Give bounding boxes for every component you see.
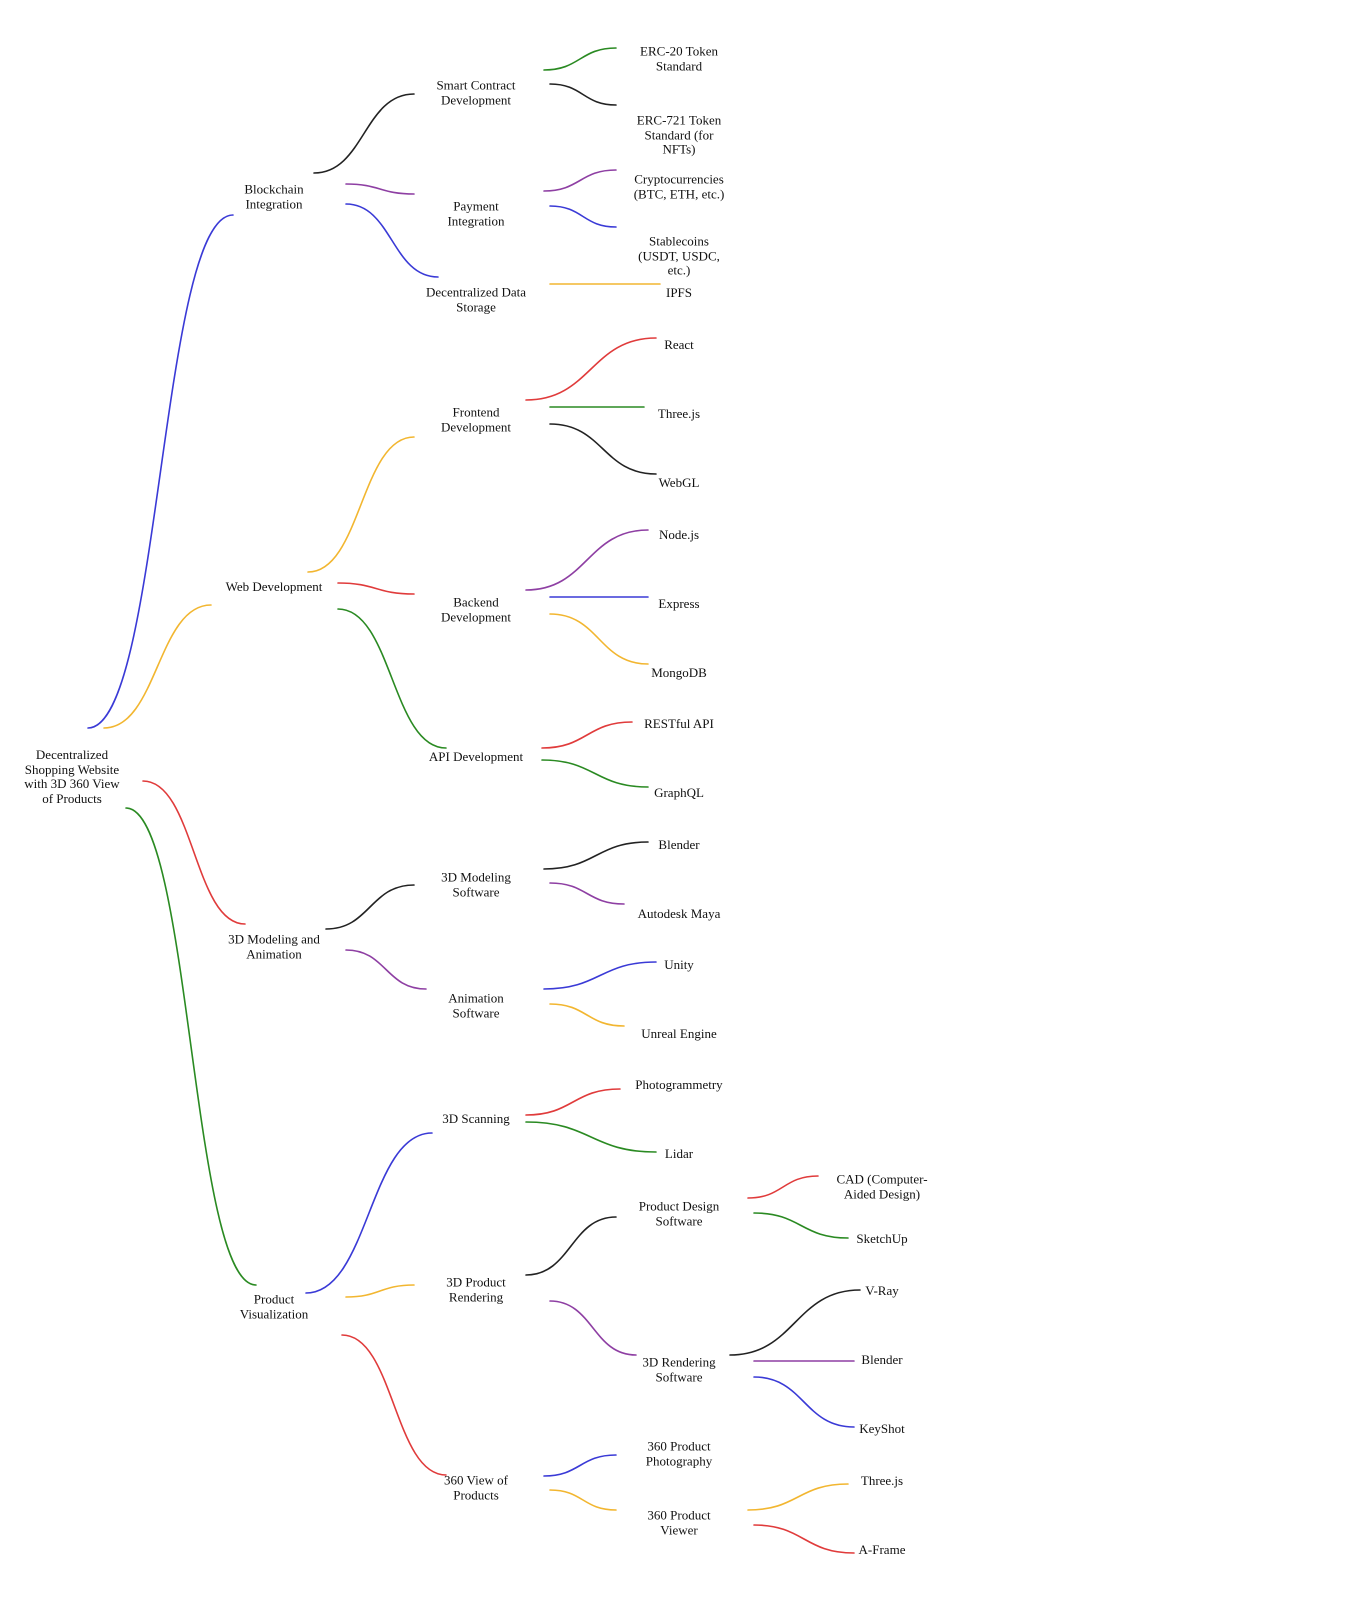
edge-frontend-react <box>525 337 657 401</box>
edge-backend-mongodb <box>549 613 649 665</box>
edge-root-webdev <box>103 604 212 729</box>
node-keyshot: KeyShot <box>859 1420 905 1436</box>
node-cad: CAD (Computer-Aided Design) <box>836 1171 928 1201</box>
node-autodesk-maya: Autodesk Maya <box>637 905 721 921</box>
node-threejs-viewer: Three.js <box>860 1472 904 1488</box>
edge-blockchain-smart-contract <box>313 93 415 174</box>
node-web-development: Web Development <box>225 578 323 594</box>
node-blender-modeling: Blender <box>658 836 700 852</box>
node-aframe: A-Frame <box>858 1541 906 1557</box>
edge-webdev-frontend <box>307 436 415 573</box>
edge-root-3dmodeling <box>142 780 246 925</box>
node-stablecoins: Stablecoins (USDT, USDC, etc.) <box>638 233 720 278</box>
edge-visualization-scanning <box>305 1132 433 1294</box>
node-ipfs: IPFS <box>665 284 693 300</box>
edge-modeling-sw-blender <box>543 841 649 870</box>
edge-root-blockchain <box>87 214 234 729</box>
node-mongodb: MongoDB <box>651 664 707 680</box>
edge-360-photography <box>543 1454 617 1477</box>
edge-visualization-rendering <box>345 1284 415 1298</box>
edge-frontend-webgl <box>549 423 657 475</box>
node-blender-rendering: Blender <box>861 1351 903 1367</box>
node-cryptocurrencies: Cryptocurrencies (BTC, ETH, etc.) <box>633 171 725 201</box>
node-blockchain-integration: Blockchain Integration <box>244 181 304 211</box>
node-sketchup: SketchUp <box>856 1230 908 1246</box>
node-3d-product-rendering: 3D Product Rendering <box>446 1274 506 1304</box>
edge-viewer-aframe <box>753 1524 855 1554</box>
node-360-view-of-products: 360 View of Products <box>444 1472 508 1502</box>
node-express: Express <box>658 595 700 611</box>
node-graphql: GraphQL <box>654 784 704 800</box>
edge-animation-sw-unity <box>543 961 657 990</box>
edge-modeling-sw-maya <box>549 882 625 905</box>
node-photogrammetry: Photogrammetry <box>635 1076 723 1092</box>
edge-rendering-render-sw <box>549 1300 637 1356</box>
node-3d-rendering-software: 3D Rendering Software <box>642 1354 716 1384</box>
node-decentralized-data-storage: Decentralized Data Storage <box>426 284 526 314</box>
node-unity: Unity <box>664 956 694 972</box>
edge-design-sw-sketchup <box>753 1212 849 1239</box>
edge-scanning-lidar <box>525 1121 657 1153</box>
node-3d-modeling-animation: 3D Modeling and Animation <box>228 931 320 961</box>
node-erc20: ERC-20 Token Standard <box>640 43 718 73</box>
node-backend-development: Backend Development <box>440 594 512 624</box>
edge-360-viewer <box>549 1489 617 1511</box>
node-vray: V-Ray <box>865 1282 899 1298</box>
edge-3dmodeling-animation-sw <box>345 949 427 990</box>
edge-api-graphql <box>541 759 649 788</box>
node-product-design-software: Product Design Software <box>638 1198 720 1228</box>
edge-blockchain-storage <box>345 203 439 278</box>
node-360-product-viewer: 360 Product Viewer <box>647 1507 711 1537</box>
edge-render-sw-vray <box>729 1289 861 1356</box>
edge-animation-sw-unreal <box>549 1003 625 1027</box>
edge-3dmodeling-modeling-sw <box>325 884 415 930</box>
node-api-development: API Development <box>428 748 524 764</box>
node-react: React <box>664 336 694 352</box>
edge-visualization-360 <box>341 1334 447 1476</box>
edge-scanning-photogrammetry <box>525 1088 621 1116</box>
edge-webdev-api <box>337 608 447 749</box>
edge-payment-crypto <box>543 169 617 192</box>
edge-blockchain-payment <box>345 183 415 195</box>
edge-design-sw-cad <box>747 1175 819 1199</box>
edge-viewer-threejs <box>747 1483 849 1511</box>
node-lidar: Lidar <box>664 1145 694 1161</box>
edge-backend-nodejs <box>525 529 649 591</box>
edge-smart-contract-erc721 <box>549 83 617 106</box>
edge-rendering-design-sw <box>525 1216 617 1276</box>
edge-api-restful <box>541 721 633 749</box>
node-smart-contract-development: Smart Contract Development <box>436 77 516 107</box>
node-nodejs: Node.js <box>658 526 700 542</box>
node-root: Decentralized Shopping Website with 3D 3… <box>24 747 120 806</box>
node-3d-modeling-software: 3D Modeling Software <box>441 869 511 899</box>
node-threejs-frontend: Three.js <box>657 405 701 421</box>
edge-render-sw-keyshot <box>753 1376 855 1428</box>
node-frontend-development: Frontend Development <box>440 404 512 434</box>
node-3d-scanning: 3D Scanning <box>442 1110 510 1126</box>
node-animation-software: Animation Software <box>448 990 504 1020</box>
edge-webdev-backend <box>337 582 415 595</box>
node-restful-api: RESTful API <box>644 715 714 731</box>
edge-root-visualization <box>125 807 257 1286</box>
node-unreal-engine: Unreal Engine <box>641 1025 717 1041</box>
node-webgl: WebGL <box>658 474 700 490</box>
edge-smart-contract-erc20 <box>543 47 617 71</box>
node-360-product-photography: 360 Product Photography <box>645 1438 713 1468</box>
node-erc721: ERC-721 Token Standard (for NFTs) <box>636 112 722 157</box>
node-product-visualization: Product Visualization <box>239 1291 309 1321</box>
node-payment-integration: Payment Integration <box>447 198 505 228</box>
edge-payment-stablecoins <box>549 205 617 228</box>
